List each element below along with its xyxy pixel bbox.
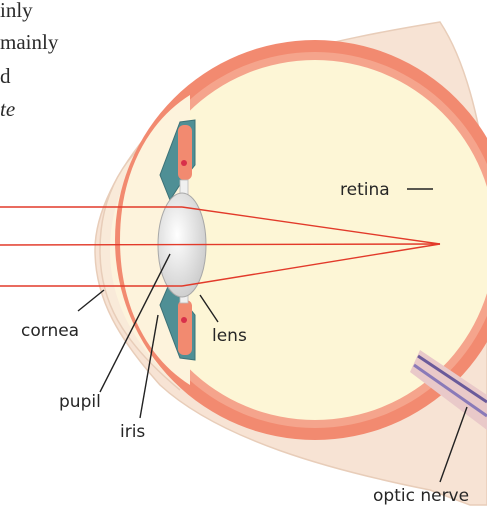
label-iris: iris [120,422,145,442]
label-retina: retina [340,180,390,200]
label-optic-nerve: optic nerve [373,486,469,506]
label-lens: lens [212,326,247,346]
label-pupil: pupil [59,392,101,412]
cornea-leader [78,290,104,311]
ciliary-upper [178,125,192,180]
ciliary-dot-upper [181,160,187,166]
ciliary-dot-lower [181,317,187,323]
label-cornea: cornea [21,321,79,341]
ciliary-lower [178,300,192,355]
